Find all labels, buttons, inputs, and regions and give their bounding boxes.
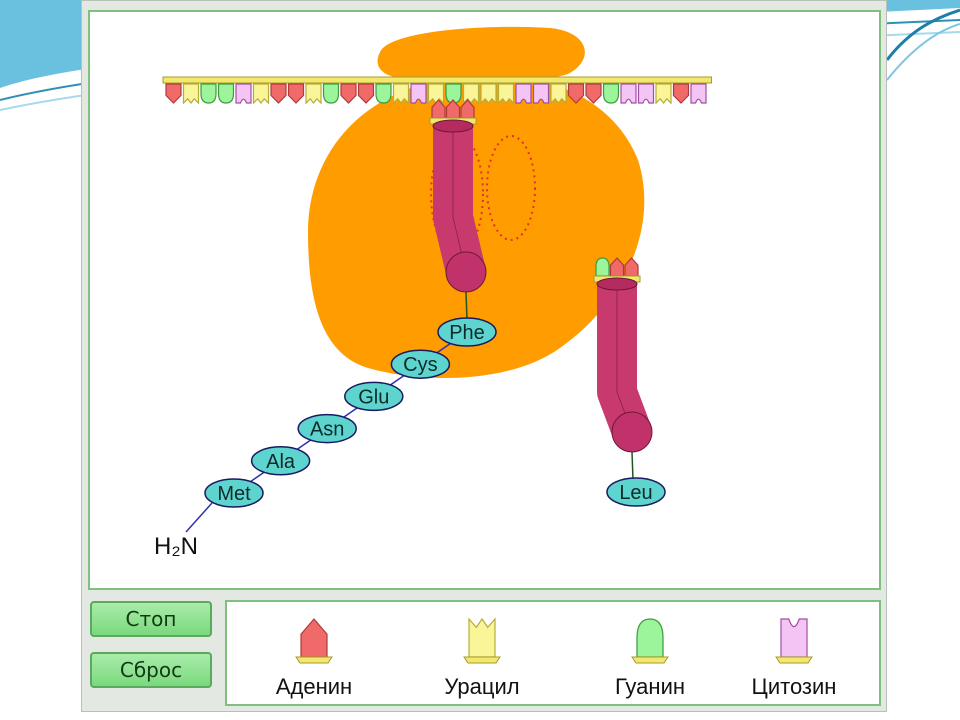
nucleotide-adenine	[287, 83, 305, 104]
amino-acid-oval	[606, 477, 666, 507]
nucleotide-cytosine	[410, 83, 427, 104]
nucleotide-guanine	[200, 83, 217, 104]
amino-acid-label: Cys	[403, 354, 437, 376]
amino-acid-oval	[297, 413, 357, 444]
nucleotide-adenine	[165, 83, 182, 104]
trna-end-cap	[611, 411, 653, 453]
ribosome	[308, 26, 645, 379]
reset-button[interactable]: Сброс	[90, 652, 212, 688]
nucleotide-guanine	[595, 257, 610, 277]
legend-item-guanine: Гуанин	[575, 604, 725, 704]
nucleotide-adenine	[340, 83, 357, 104]
trna-incoming[interactable]: Leu	[593, 257, 666, 507]
legend-label: Цитозин	[751, 674, 837, 699]
nucleotide-uracil	[305, 83, 322, 105]
nucleotide-guanine	[636, 618, 664, 658]
nucleotide-cytosine	[515, 83, 532, 104]
ptr-site-outline	[486, 135, 536, 241]
amino-acid-glu: Glu	[344, 381, 404, 412]
amino-acid-leu: Leu	[606, 477, 666, 507]
nucleotide-uracil	[480, 83, 497, 105]
guanine-icon	[631, 618, 669, 664]
ribosome-large-subunit	[308, 75, 645, 379]
amino-acid-oval	[250, 446, 311, 476]
legend-label: Гуанин	[614, 674, 686, 699]
simulation-window: Leu Met Ala Asn Glu Cys Phe H₂N Стоп Сброс Ад…	[81, 0, 887, 712]
amino-acid-met: Met	[204, 478, 264, 508]
legend-item-cytosine: Цитозин	[719, 604, 869, 704]
uracil-icon	[463, 617, 501, 664]
translation-scene: Leu Met Ala Asn Glu Cys Phe H₂N	[154, 26, 712, 560]
peptide-chain: Met Ala Asn Glu Cys Phe	[185, 317, 497, 533]
amino-acid-label: Ala	[266, 451, 296, 473]
trna-aa-stem	[631, 451, 634, 481]
amino-acid-oval	[437, 317, 497, 347]
trna-end-cap	[445, 251, 487, 293]
amino-acid-asn: Asn	[297, 413, 357, 444]
translation-canvas: Leu Met Ala Asn Glu Cys Phe H₂N	[88, 10, 881, 590]
adenine-icon	[295, 618, 333, 664]
nucleotide-uracil	[468, 617, 496, 658]
nucleotide-cytosine	[690, 83, 707, 104]
cytosine-icon	[775, 618, 813, 664]
amino-acid-phe: Phe	[437, 317, 497, 347]
nucleotide-uracil	[182, 83, 200, 105]
nucleotide-uracil	[427, 83, 445, 105]
legend-label: Аденин	[275, 674, 353, 699]
legend-backbone	[295, 656, 333, 664]
legend-item-adenine: Аденин	[239, 604, 389, 704]
nucleotide-cytosine	[780, 618, 808, 658]
trna-top-cap	[596, 277, 638, 291]
nucleotide-adenine	[567, 83, 585, 104]
nucleotide-cytosine	[235, 83, 252, 104]
nucleotide-guanine	[602, 83, 620, 104]
amino-acid-label: Met	[217, 483, 251, 505]
amino-acid-label: Phe	[449, 322, 485, 344]
amino-acid-cys: Cys	[390, 349, 451, 379]
nucleotide-uracil	[462, 83, 480, 105]
amino-acid-ala: Ala	[250, 446, 311, 476]
amino-acid-label: Leu	[619, 482, 652, 504]
legend-item-uracil: Урацил	[407, 604, 557, 704]
nucleotide-adenine	[585, 83, 602, 104]
nucleotide-adenine	[357, 83, 375, 104]
amino-acid-label: Asn	[310, 419, 344, 441]
nucleotide-cytosine	[620, 83, 637, 104]
legend-backbone	[775, 656, 813, 664]
nucleotide-cytosine	[532, 83, 550, 104]
trna-top-cap	[432, 119, 474, 133]
nucleotide-uracil	[252, 83, 270, 105]
amino-acid-oval	[390, 349, 451, 379]
legend-label: Урацил	[444, 674, 520, 699]
mrna-backbone	[162, 76, 712, 84]
mrna-strand	[162, 76, 712, 105]
nucleotide-adenine	[270, 83, 287, 104]
nucleotide-guanine	[322, 83, 340, 104]
trna-body	[597, 284, 651, 440]
nucleotide-adenine	[672, 83, 690, 104]
legend-backbone	[631, 656, 669, 664]
nucleotide-uracil	[392, 83, 410, 105]
n-terminus-label: H₂N	[154, 533, 198, 560]
nucleotide-guanine	[375, 83, 392, 104]
ribosome-small-subunit	[377, 26, 585, 83]
stop-button[interactable]: Стоп	[90, 601, 212, 637]
nucleotide-cytosine	[637, 83, 655, 104]
amino-acid-label: Glu	[358, 386, 389, 408]
amino-acid-oval	[204, 478, 264, 508]
nucleotide-uracil	[497, 83, 515, 105]
trna-body	[433, 126, 486, 277]
nucleotide-guanine	[217, 83, 235, 104]
nucleotide-adenine	[300, 618, 328, 658]
legend-backbone	[463, 656, 501, 664]
amino-acid-oval	[344, 381, 404, 412]
nucleotide-uracil	[655, 83, 672, 105]
nucleotide-legend: Аденин Урацил Гуанин Цитозин	[225, 600, 881, 706]
n-terminus-bond	[185, 502, 213, 533]
trna-aa-stem	[465, 291, 468, 321]
nucleotide-uracil	[550, 83, 567, 105]
trna-p-site	[429, 99, 487, 321]
